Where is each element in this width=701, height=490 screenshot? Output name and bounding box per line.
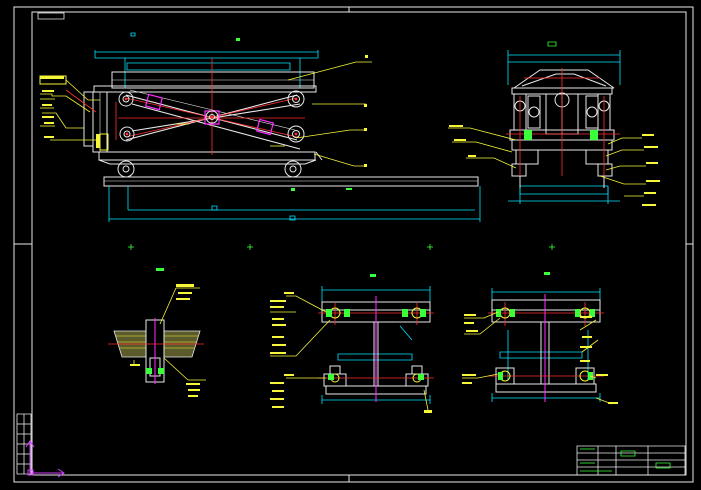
binding-strip bbox=[17, 414, 31, 474]
drawing-frame bbox=[14, 7, 693, 482]
section-view-a bbox=[270, 274, 434, 413]
center-marks bbox=[128, 244, 555, 250]
side-elevation-view bbox=[40, 33, 480, 222]
section-view-b bbox=[462, 272, 618, 404]
end-elevation-view bbox=[448, 42, 660, 206]
hinge-detail-view bbox=[108, 268, 206, 397]
title-block bbox=[577, 446, 685, 475]
ucs-axis-icon bbox=[26, 441, 64, 477]
